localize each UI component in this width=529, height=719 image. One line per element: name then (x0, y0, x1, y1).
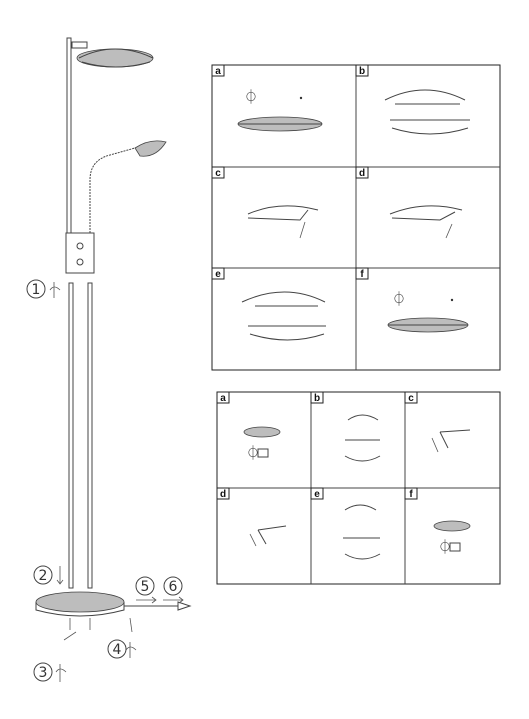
lamp-base (35, 591, 125, 617)
rotate-icon-3 (55, 664, 67, 682)
step-marker-5: 5 (135, 576, 157, 604)
switch-knob-1 (76, 242, 84, 250)
svg-text:6: 6 (169, 579, 178, 595)
switch-box (65, 232, 95, 274)
gooseneck-arm (89, 147, 136, 233)
bulb-symbol-icon: ⏀ (246, 445, 260, 462)
rotate-icon-4 (125, 642, 137, 658)
bottom-cell-b: b (310, 391, 381, 462)
svg-text:c: c (408, 393, 414, 404)
svg-text:2: 2 (39, 568, 48, 584)
top-cell-a: a ⏀ (211, 64, 323, 132)
reading-lamp-head (134, 140, 167, 157)
svg-text:a: a (215, 66, 221, 77)
bottom-cell-c: c (404, 391, 471, 453)
bottom-cell-f: f ⏀ (404, 487, 471, 556)
svg-text:f: f (409, 489, 413, 500)
svg-text:4: 4 (113, 642, 122, 658)
step-marker-1: 1 (26, 279, 61, 299)
svg-text:3: 3 (39, 665, 48, 681)
top-cell-e: e (211, 267, 326, 341)
svg-text:c: c (215, 168, 221, 179)
svg-text:e: e (314, 489, 320, 500)
top-cell-f: f ⏀ (355, 267, 469, 333)
lower-pole-left (68, 282, 74, 589)
switch-knob-2 (76, 258, 84, 266)
upper-pole (66, 37, 72, 234)
step-marker-6: 6 (163, 576, 184, 604)
bulb-symbol-icon: ⏀ (244, 89, 258, 106)
arrow-right-icon-5 (136, 596, 157, 604)
lower-pole-right (87, 282, 93, 589)
bottom-cell-e: e (310, 487, 381, 560)
bottom-cell-d: d (216, 487, 287, 547)
svg-text:a: a (220, 393, 226, 404)
svg-text:d: d (359, 168, 365, 179)
svg-text:1: 1 (32, 282, 41, 298)
arrow-right-icon-6 (163, 596, 184, 604)
bottom-cell-a: a ⏀ (216, 391, 281, 462)
top-cell-b: b (355, 64, 470, 135)
svg-text:e: e (215, 269, 221, 280)
step-marker-3: 3 (33, 662, 67, 682)
cable-clip (129, 617, 133, 633)
wrench-tool (63, 631, 77, 641)
step-marker-4: 4 (107, 639, 137, 659)
svg-text:f: f (360, 269, 364, 280)
power-plug (177, 601, 192, 611)
svg-text:d: d (220, 489, 226, 500)
svg-text:5: 5 (141, 579, 150, 595)
top-instruction-panel: a ⏀ b c d (211, 64, 501, 371)
top-cell-c: c (211, 166, 319, 239)
svg-text:b: b (314, 393, 320, 404)
floor-lamp (35, 37, 192, 641)
arrow-down-icon-2 (56, 566, 64, 585)
top-cell-d: d (355, 166, 463, 239)
svg-text:b: b (359, 66, 365, 77)
step-marker-2: 2 (33, 565, 64, 585)
top-arm (71, 41, 88, 49)
main-lamp-head (76, 48, 154, 68)
bottom-instruction-panel: a ⏀ b c d (216, 391, 501, 585)
bulb-symbol-icon: ⏀ (392, 291, 406, 308)
bulb-symbol-icon: ⏀ (438, 539, 452, 556)
rotate-icon-1 (49, 282, 61, 298)
